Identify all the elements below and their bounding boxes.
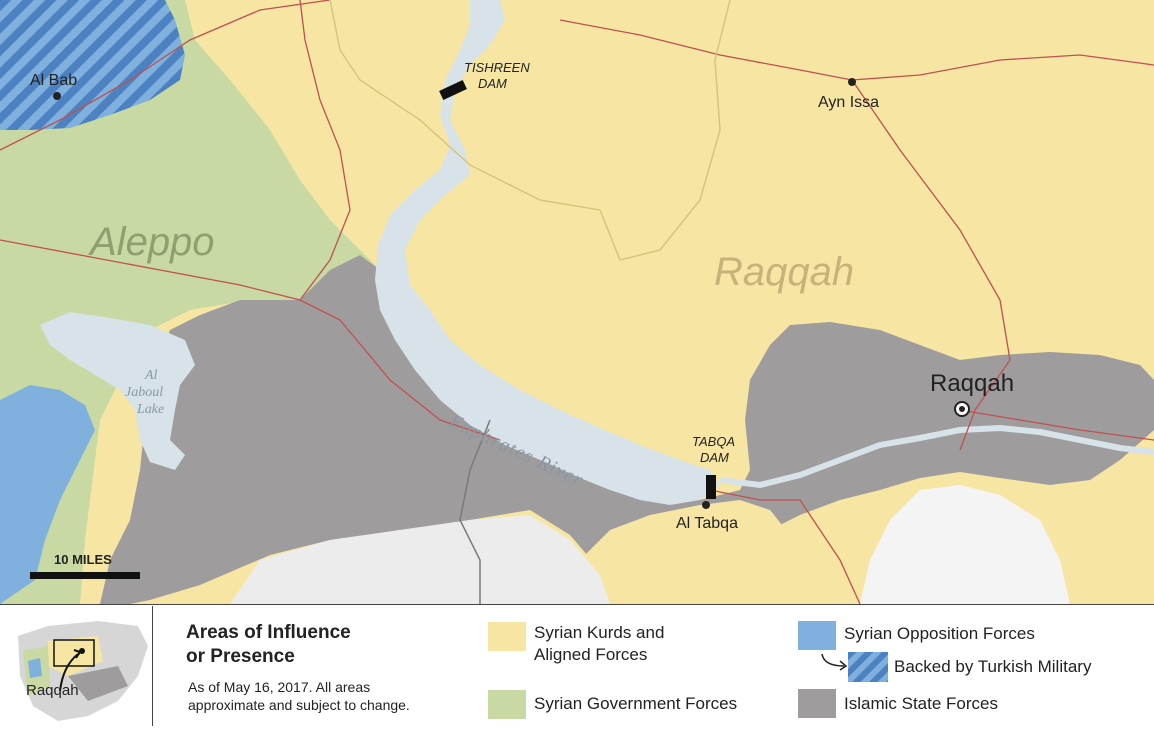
legend-divider xyxy=(0,604,1154,605)
legend-swatch-kurds xyxy=(488,622,526,651)
lake-label-line3: Lake xyxy=(137,402,165,417)
euphrates-river-east xyxy=(719,424,1154,489)
legend-panel xyxy=(0,604,1154,731)
legend-label-kurds-line1: Syrian Kurds and xyxy=(534,623,665,642)
dam-label-tabqa-line2: DAM xyxy=(700,450,729,465)
legend-swatch-turkish-backed xyxy=(848,652,888,682)
opposition-area xyxy=(0,385,95,604)
legend-arrow-icon xyxy=(821,653,848,671)
place-label-raqqah-city: Raqqah xyxy=(930,370,1015,397)
place-label-al-tabqa: Al Tabqa xyxy=(676,515,738,532)
tabqa-dam-marker xyxy=(706,475,716,499)
legend-title: Areas of Influence or Presence xyxy=(186,621,351,669)
al-tabqa-dot xyxy=(702,501,710,509)
place-label-al-bab: Al Bab xyxy=(30,72,78,89)
map-svg xyxy=(0,0,1154,604)
legend-swatch-opposition xyxy=(798,621,836,650)
jaboul-lake xyxy=(40,312,195,470)
lake-label-line1: Al xyxy=(145,368,158,383)
province-border xyxy=(329,0,731,261)
legend-label-turkish-backed: Backed by Turkish Military xyxy=(894,657,1092,676)
kurd-area-tabqa xyxy=(580,500,790,604)
scale-label: 10 MILES xyxy=(54,552,112,567)
legend-label-government: Syrian Government Forces xyxy=(534,694,738,713)
legend-subtitle-line1: As of May 16, 2017. All areas xyxy=(188,679,371,695)
district-border xyxy=(459,419,491,604)
legend-subtitle-line2: approximate and subject to change. xyxy=(188,697,410,713)
euphrates-lake xyxy=(375,0,720,505)
no-data-area-southeast xyxy=(860,485,1070,604)
legend-swatch-islamic-state xyxy=(798,689,836,718)
legend-label-kurds-line2: Aligned Forces xyxy=(534,645,648,664)
legend-title-line1: Areas of Influence xyxy=(186,622,351,643)
tishreen-dam-marker xyxy=(439,79,467,101)
legend-label-islamic-state: Islamic State Forces xyxy=(844,694,998,713)
legend-label-opposition: Syrian Opposition Forces xyxy=(844,624,1035,643)
region-label-aleppo: Aleppo xyxy=(90,220,215,264)
inset-label: Raqqah xyxy=(26,682,79,699)
raqqah-capital-dot xyxy=(959,406,965,412)
islamic-state-area xyxy=(100,255,1154,604)
al-bab-dot xyxy=(53,92,61,100)
government-area xyxy=(0,0,380,604)
turkish-backed-area xyxy=(0,0,185,130)
roads xyxy=(0,0,1154,604)
inset-svg xyxy=(8,606,152,726)
no-data-area-south xyxy=(230,515,610,604)
legend-label-kurds: Syrian Kurds and Aligned Forces xyxy=(534,622,664,666)
legend-swatch-government xyxy=(488,690,526,719)
place-label-ayn-issa: Ayn Issa xyxy=(818,94,880,111)
lake-label-line2: Jaboul xyxy=(125,385,164,400)
legend-subtitle: As of May 16, 2017. All areas approximat… xyxy=(188,678,468,714)
dam-label-tishreen-line2: DAM xyxy=(478,76,507,91)
region-label-raqqah: Raqqah xyxy=(714,250,855,294)
scale-bar xyxy=(30,572,140,579)
inset-map: Raqqah xyxy=(8,606,153,726)
dam-label-tishreen-line1: TISHREEN xyxy=(464,60,530,75)
ayn-issa-dot xyxy=(848,78,856,86)
legend-title-line2: or Presence xyxy=(186,646,295,667)
dam-label-tabqa-line1: TABQA xyxy=(692,434,736,449)
